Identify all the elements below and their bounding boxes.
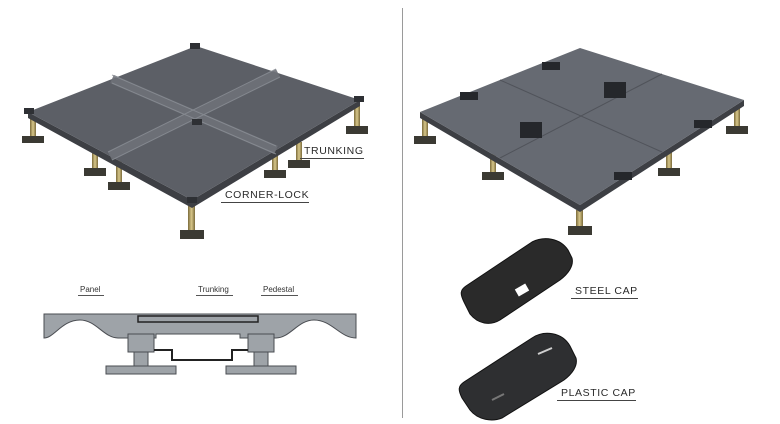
- trunking-section: [137, 315, 259, 323]
- plastic-cap-label-text: PLASTIC CAP: [561, 387, 636, 399]
- trunking-floor-illustration: [22, 43, 368, 239]
- floor-caps: [460, 62, 712, 180]
- trunking-label: TRUNKING: [300, 145, 364, 159]
- panel-callout: Panel: [78, 285, 105, 296]
- trunking-callout: Trunking: [196, 285, 233, 296]
- panel-callout-text: Panel: [80, 285, 101, 294]
- pedestal-group-left: [22, 104, 368, 239]
- corner-lock-label-text: CORNER-LOCK: [225, 189, 310, 201]
- steel-cap-illustration: [460, 238, 573, 324]
- pedestal-group-right: [414, 108, 748, 235]
- pedestal-section-left: [105, 333, 177, 375]
- floor-top-capped: [420, 48, 744, 205]
- pedestal-callout-text: Pedestal: [263, 285, 295, 294]
- trunking-callout-text: Trunking: [198, 285, 229, 294]
- pedestal-callout: Pedestal: [261, 285, 299, 296]
- pedestal-section-right: [225, 333, 297, 375]
- panel-section: [43, 313, 357, 339]
- steel-cap-label: STEEL CAP: [571, 285, 638, 299]
- plastic-cap-illustration: [458, 332, 577, 421]
- trunking-label-text: TRUNKING: [304, 145, 364, 157]
- cross-section-diagram: [43, 313, 357, 375]
- center-divider: [402, 8, 403, 418]
- steel-cap-label-text: STEEL CAP: [575, 285, 638, 297]
- capped-floor-illustration: [414, 48, 748, 235]
- plastic-cap-label: PLASTIC CAP: [557, 387, 636, 401]
- corner-lock-label: CORNER-LOCK: [221, 189, 310, 203]
